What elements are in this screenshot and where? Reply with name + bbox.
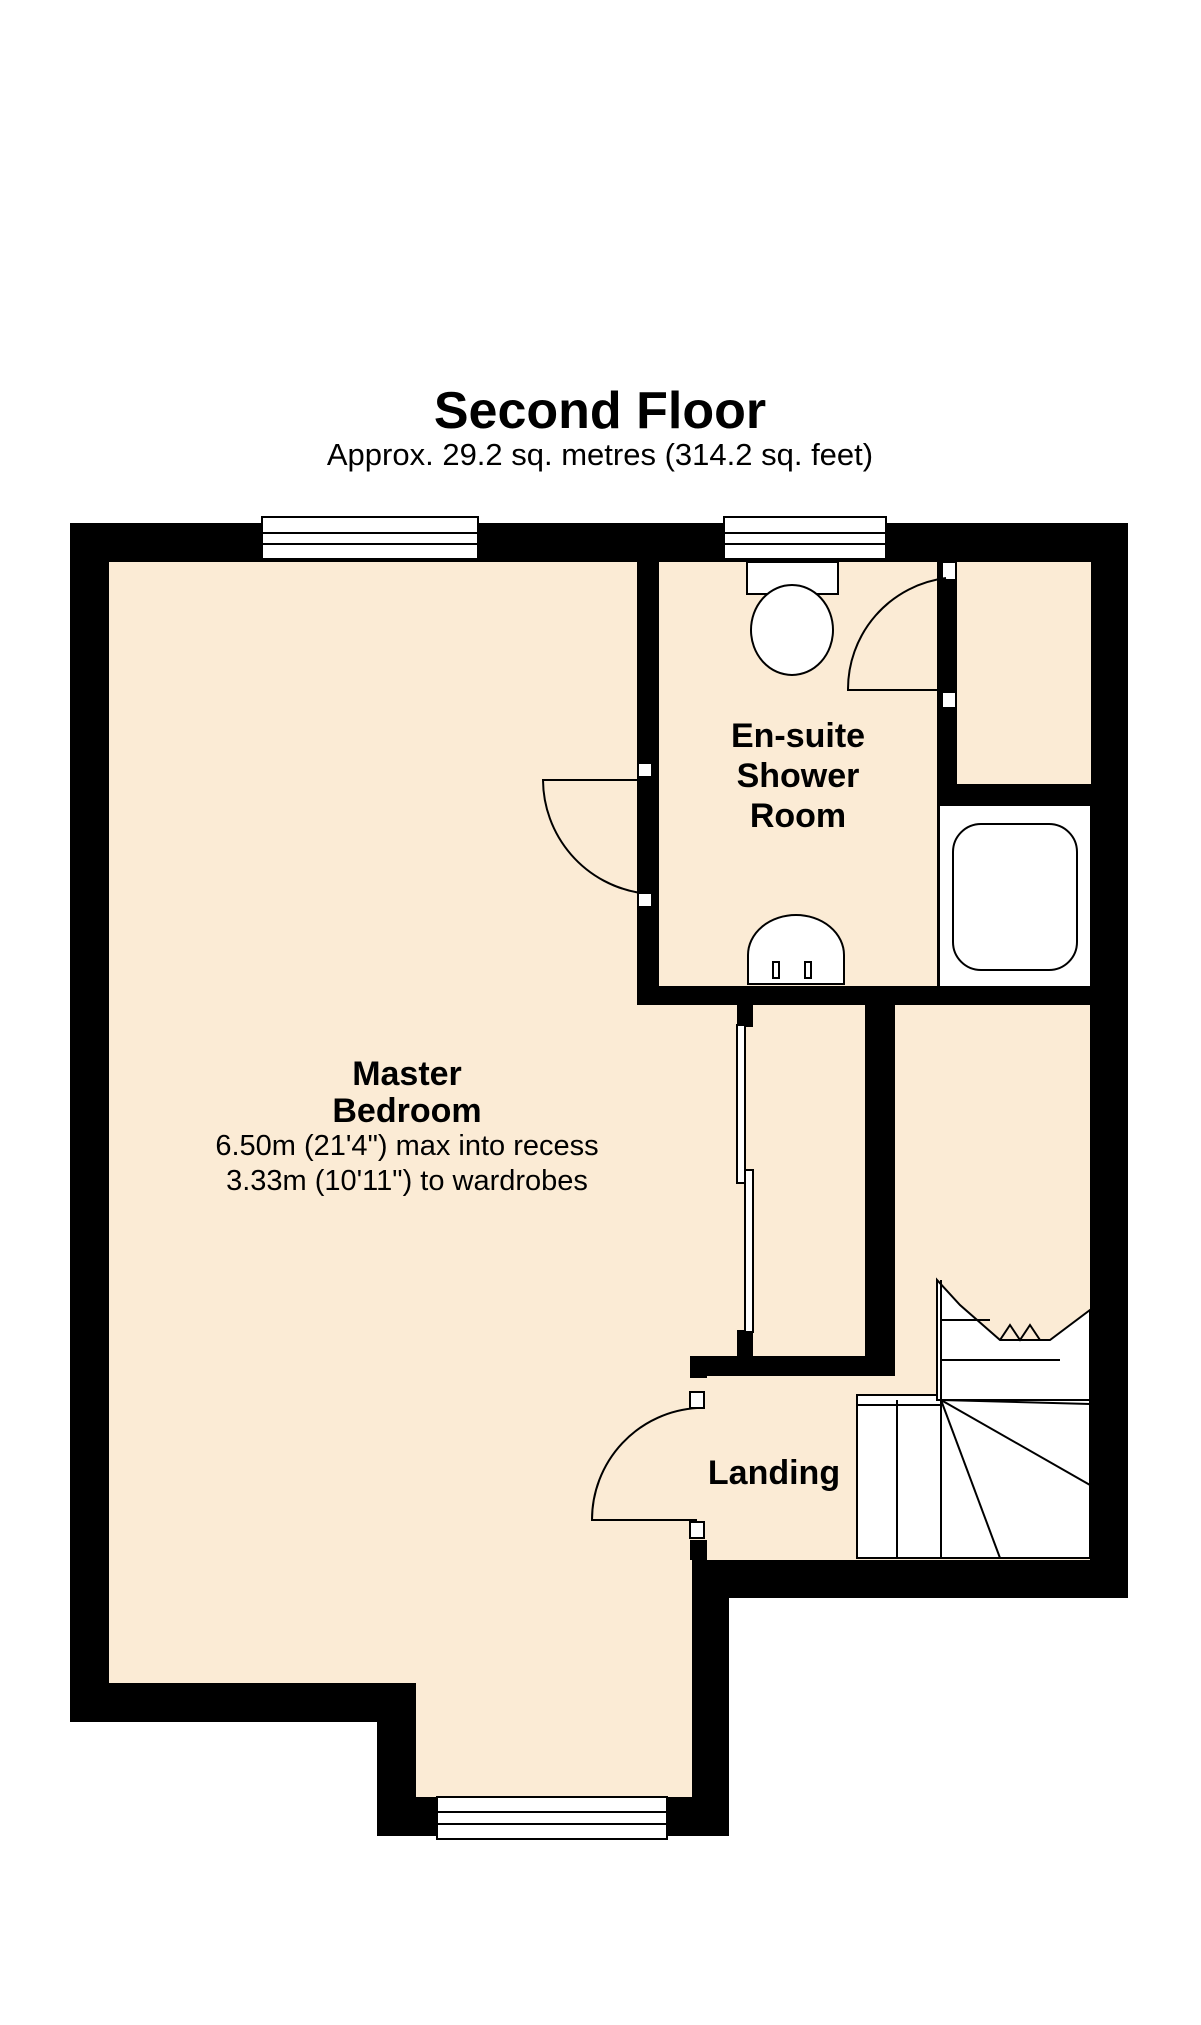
wall-wardrobe-east <box>865 1005 895 1376</box>
window-bedroom-north <box>261 516 479 560</box>
bath-tub <box>952 823 1078 971</box>
wall-ensuite-west <box>637 562 659 1003</box>
door-ensuite <box>541 762 653 908</box>
wall-landing-west <box>690 1356 707 1378</box>
wall-closet-south <box>937 784 1128 806</box>
wall-ensuite-south <box>637 986 1128 1005</box>
ensuite-closet-floor <box>957 562 1091 784</box>
wall-landing-west-lower <box>690 1540 707 1560</box>
master-bedroom-name-1: Master <box>352 1055 462 1093</box>
master-bedroom-dim-1: 6.50m (21'4") max into recess <box>215 1130 598 1162</box>
wardrobe-sliding-doors <box>736 1024 754 1333</box>
wall-wardrobe-west-bottom <box>737 1330 753 1358</box>
master-bedroom-floor <box>109 562 695 1797</box>
ensuite-name-3: Room <box>750 797 846 835</box>
floor-title: Second Floor <box>434 382 766 440</box>
master-bedroom-dim-2: 3.33m (10'11") to wardrobes <box>226 1165 588 1197</box>
staircase <box>856 1277 1091 1559</box>
toilet <box>746 561 839 676</box>
master-bedroom-name-2: Bedroom <box>332 1092 481 1130</box>
basin <box>747 914 845 985</box>
wall-wardrobe-west-top <box>737 1005 753 1027</box>
door-closet <box>846 561 957 709</box>
wall-closet-west <box>937 700 957 806</box>
wardrobe-floor <box>695 1005 865 1356</box>
floor-area: Approx. 29.2 sq. metres (314.2 sq. feet) <box>327 437 873 472</box>
ensuite-name-1: En-suite <box>731 717 865 755</box>
door-landing <box>590 1391 705 1539</box>
ensuite-name-2: Shower <box>737 757 860 795</box>
landing-name: Landing <box>708 1454 840 1492</box>
bedroom-landing-opening <box>690 1376 710 1556</box>
window-ensuite-north <box>723 516 887 560</box>
window-bedroom-south <box>436 1796 668 1840</box>
wall-wardrobe-south <box>690 1356 895 1376</box>
